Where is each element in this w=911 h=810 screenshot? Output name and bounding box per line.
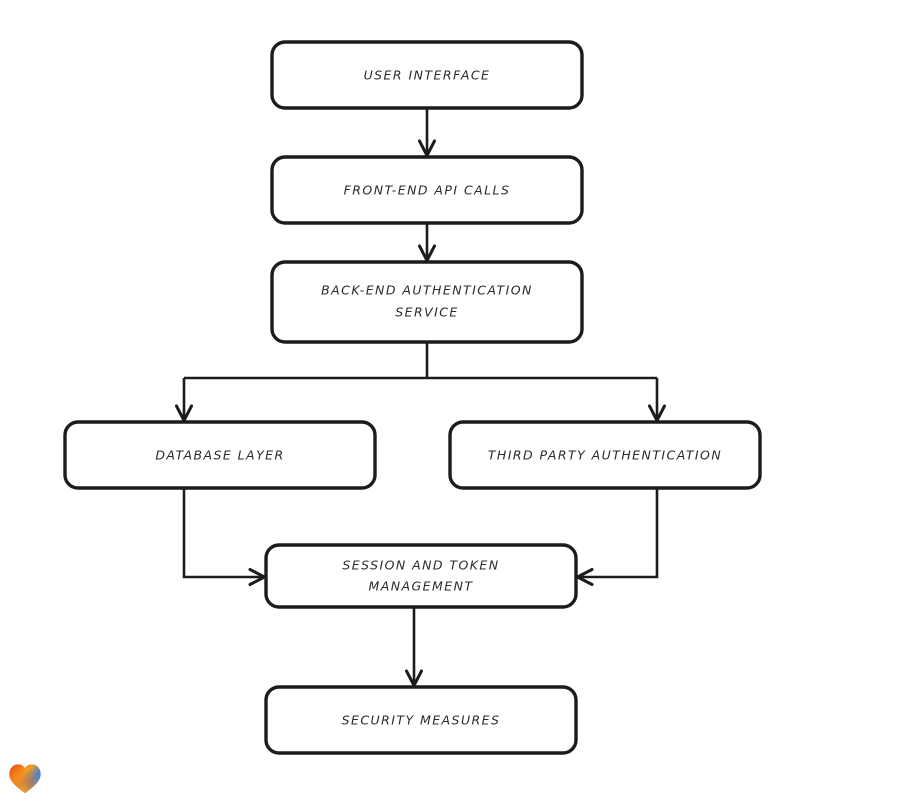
node-user-interface[interactable]: USER INTERFACE [270, 40, 584, 110]
node-database-layer-shape[interactable] [63, 420, 377, 490]
edge-ui-to-api [418, 108, 436, 157]
node-session-and-token-management-shape[interactable] [264, 543, 578, 609]
node-back-end-authentication-service-label-line2: SERVICE [395, 305, 459, 320]
node-session-and-token-management-label-line1: SESSION AND TOKEN [342, 558, 499, 573]
edge-backend-to-thirdparty [648, 378, 666, 422]
node-security-measures-label: SECURITY MEASURES [342, 713, 501, 728]
node-session-and-token-management[interactable]: SESSION AND TOKEN MANAGEMENT [264, 543, 578, 609]
edge-database-to-session [182, 488, 266, 586]
node-user-interface-label: USER INTERFACE [364, 68, 491, 83]
node-third-party-authentication-label: THIRD PARTY AUTHENTICATION [488, 448, 722, 463]
nodes-layer: USER INTERFACE FRONT-END API CALLS BACK-… [63, 40, 762, 755]
node-session-and-token-management-label-line2: MANAGEMENT [369, 579, 474, 594]
node-back-end-authentication-service-shape[interactable] [270, 260, 584, 344]
node-back-end-authentication-service-label-line1: BACK-END AUTHENTICATION [321, 283, 533, 298]
node-front-end-api-calls-label: FRONT-END API CALLS [344, 183, 511, 198]
node-security-measures[interactable]: SECURITY MEASURES [264, 685, 578, 755]
node-front-end-api-calls[interactable]: FRONT-END API CALLS [270, 155, 584, 225]
edge-backend-split-bus [184, 342, 657, 380]
node-database-layer-label: DATABASE LAYER [155, 448, 284, 463]
node-front-end-api-calls-shape[interactable] [270, 155, 584, 225]
heart-icon [9, 764, 41, 794]
node-third-party-authentication-shape[interactable] [448, 420, 762, 490]
node-user-interface-shape[interactable] [270, 40, 584, 110]
node-database-layer[interactable]: DATABASE LAYER [63, 420, 377, 490]
edge-api-to-backend [418, 223, 436, 262]
node-third-party-authentication[interactable]: THIRD PARTY AUTHENTICATION [448, 420, 762, 490]
edge-session-to-security [405, 607, 423, 687]
edge-thirdparty-to-session [576, 488, 659, 586]
node-back-end-authentication-service[interactable]: BACK-END AUTHENTICATION SERVICE [270, 260, 584, 344]
node-security-measures-shape[interactable] [264, 685, 578, 755]
heart-icon-fill [9, 764, 41, 794]
edge-backend-to-database [175, 378, 193, 422]
